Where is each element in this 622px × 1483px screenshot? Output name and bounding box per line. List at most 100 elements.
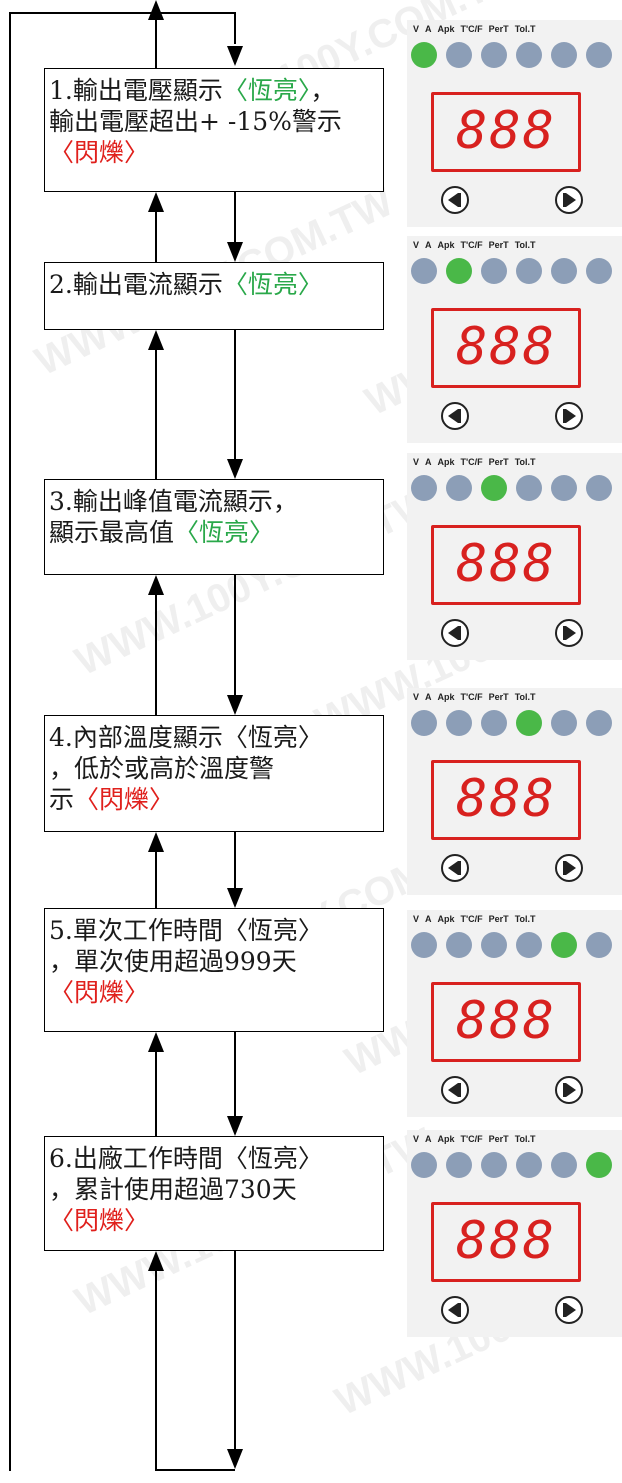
- step-text-segment: ，: [310, 76, 336, 105]
- display-digits: 888: [456, 534, 556, 594]
- left-arrow-icon[interactable]: [441, 854, 469, 882]
- step-text-line: 〈閃爍〉: [49, 977, 379, 1008]
- step-text-line: 2.輸出電流顯示〈恆亮〉: [49, 269, 379, 300]
- step-text-line: 5.單次工作時間〈恆亮〉: [49, 915, 379, 946]
- left-arrow-triangle: [448, 1303, 458, 1317]
- step-text-segment: 〈恆亮〉: [222, 270, 323, 299]
- seven-segment-display: 888: [431, 92, 581, 172]
- left-arrow-icon[interactable]: [441, 402, 469, 430]
- indicator-led: [516, 932, 542, 958]
- right-arrow-bar: [563, 409, 566, 423]
- step-text-line: 示〈閃爍〉: [49, 784, 379, 815]
- indicator-label: A: [425, 1134, 432, 1144]
- indicator-label: Tol.T: [514, 240, 536, 250]
- indicator-led: [411, 1152, 437, 1178]
- indicator-label: Apk: [437, 914, 455, 924]
- indicator-led: [586, 475, 612, 501]
- step-text-segment: 4.內部溫度顯示〈恆亮〉: [49, 723, 323, 752]
- step-text-segment: 示: [49, 785, 75, 814]
- indicator-led: [481, 475, 507, 501]
- display-digits: 888: [456, 991, 556, 1051]
- right-arrow-icon[interactable]: [555, 1076, 583, 1104]
- indicator-led: [446, 42, 472, 68]
- seven-segment-display: 888: [431, 525, 581, 605]
- arrow-down-head: [227, 46, 243, 66]
- right-arrow-triangle: [566, 861, 576, 875]
- indicator-led: [586, 42, 612, 68]
- left-arrow-icon[interactable]: [441, 619, 469, 647]
- seven-segment-display: 888: [431, 982, 581, 1062]
- arrow-shaft: [155, 1052, 157, 1136]
- left-arrow-icon[interactable]: [441, 186, 469, 214]
- arrow-up-head: [148, 0, 164, 20]
- seven-segment-display: 888: [431, 1202, 581, 1282]
- right-arrow-icon[interactable]: [555, 619, 583, 647]
- arrow-shaft: [234, 1251, 236, 1449]
- indicator-label: PerT: [488, 457, 509, 467]
- arrow-shaft: [234, 575, 236, 695]
- indicator-led: [411, 475, 437, 501]
- arrow-shaft: [155, 212, 157, 262]
- step-text-line: 3.輸出峰值電流顯示，: [49, 486, 379, 517]
- left-arrow-triangle: [448, 409, 458, 423]
- right-arrow-icon[interactable]: [555, 854, 583, 882]
- left-arrow-icon[interactable]: [441, 1296, 469, 1324]
- right-arrow-icon[interactable]: [555, 186, 583, 214]
- right-arrow-icon[interactable]: [555, 402, 583, 430]
- arrow-up-head: [148, 1251, 164, 1271]
- indicator-label: A: [425, 24, 432, 34]
- step-text-line: 輸出電壓超出+ -15%警示: [49, 106, 379, 137]
- left-arrow-bar: [458, 409, 461, 423]
- indicator-label: Tol.T: [514, 1134, 536, 1144]
- indicator-led: [481, 932, 507, 958]
- step-text-line: 6.出廠工作時間〈恆亮〉: [49, 1143, 379, 1174]
- step-text-line: 4.內部溫度顯示〈恆亮〉: [49, 722, 379, 753]
- arrow-shaft: [155, 350, 157, 479]
- indicator-led: [586, 1152, 612, 1178]
- indicator-label: Apk: [437, 24, 455, 34]
- right-arrow-bar: [563, 861, 566, 875]
- right-arrow-bar: [563, 626, 566, 640]
- step-text-segment: 5.單次工作時間〈恆亮〉: [49, 916, 323, 945]
- left-arrow-icon[interactable]: [441, 1076, 469, 1104]
- indicator-label: A: [425, 240, 432, 250]
- right-arrow-icon[interactable]: [555, 1296, 583, 1324]
- arrow-shaft: [234, 34, 236, 44]
- indicator-label: T'C/F: [460, 457, 483, 467]
- left-arrow-bar: [458, 861, 461, 875]
- step-text-segment: 6.出廠工作時間〈恆亮〉: [49, 1144, 323, 1173]
- step-text-segment: ，單次使用超過999天: [49, 947, 297, 976]
- right-arrow-triangle: [566, 193, 576, 207]
- indicator-led: [481, 1152, 507, 1178]
- indicator-led: [516, 710, 542, 736]
- right-arrow-triangle: [566, 1083, 576, 1097]
- arrow-shaft: [155, 852, 157, 908]
- indicator-label: T'C/F: [460, 914, 483, 924]
- loop-top-connector: [234, 12, 236, 34]
- arrow-down-head: [227, 888, 243, 908]
- indicator-led: [446, 475, 472, 501]
- step-box-2: 2.輸出電流顯示〈恆亮〉: [44, 262, 384, 330]
- indicator-led: [516, 475, 542, 501]
- indicator-led: [586, 932, 612, 958]
- arrow-down-head: [227, 242, 243, 262]
- step-text-segment: 〈恆亮〉: [222, 76, 311, 105]
- step-text-line: 顯示最高值〈恆亮〉: [49, 517, 379, 548]
- indicator-label: PerT: [488, 1134, 509, 1144]
- indicator-label: PerT: [488, 914, 509, 924]
- step-text-segment: 2.輸出電流顯示: [49, 270, 223, 299]
- left-arrow-bar: [458, 626, 461, 640]
- indicator-label: A: [425, 914, 432, 924]
- indicator-led: [446, 1152, 472, 1178]
- step-text-line: ，累計使用超過730天: [49, 1174, 379, 1205]
- indicator-led: [551, 475, 577, 501]
- step-text-segment: ，累計使用超過730天: [49, 1175, 297, 1204]
- step-text-line: ，低於或高於溫度警: [49, 753, 379, 784]
- indicator-led: [446, 710, 472, 736]
- arrow-down-head: [227, 695, 243, 715]
